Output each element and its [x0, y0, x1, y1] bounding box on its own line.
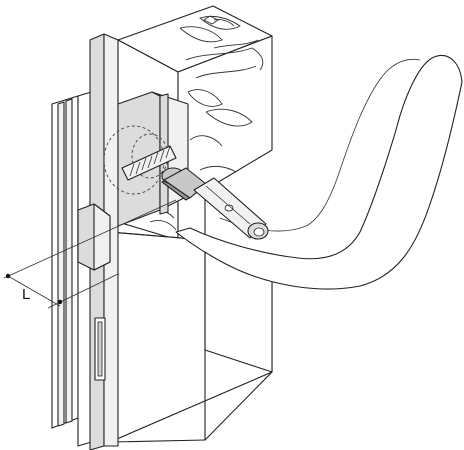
spindle-assembly — [121, 145, 269, 240]
spindle-pin — [193, 177, 269, 240]
threaded-rod — [121, 145, 177, 181]
dimension-L: L — [3, 199, 177, 309]
strike-plate — [77, 203, 111, 271]
dimension-extension-line-top — [3, 199, 177, 279]
dimension-label: L — [22, 286, 30, 303]
grub-screw-hole — [224, 204, 234, 212]
door-profile-strips — [51, 33, 119, 450]
dimension-arrow-top — [5, 273, 11, 279]
dimension-line — [7, 275, 61, 307]
door-handle-lever — [175, 55, 463, 290]
dimension-arrow-bottom — [57, 299, 63, 305]
